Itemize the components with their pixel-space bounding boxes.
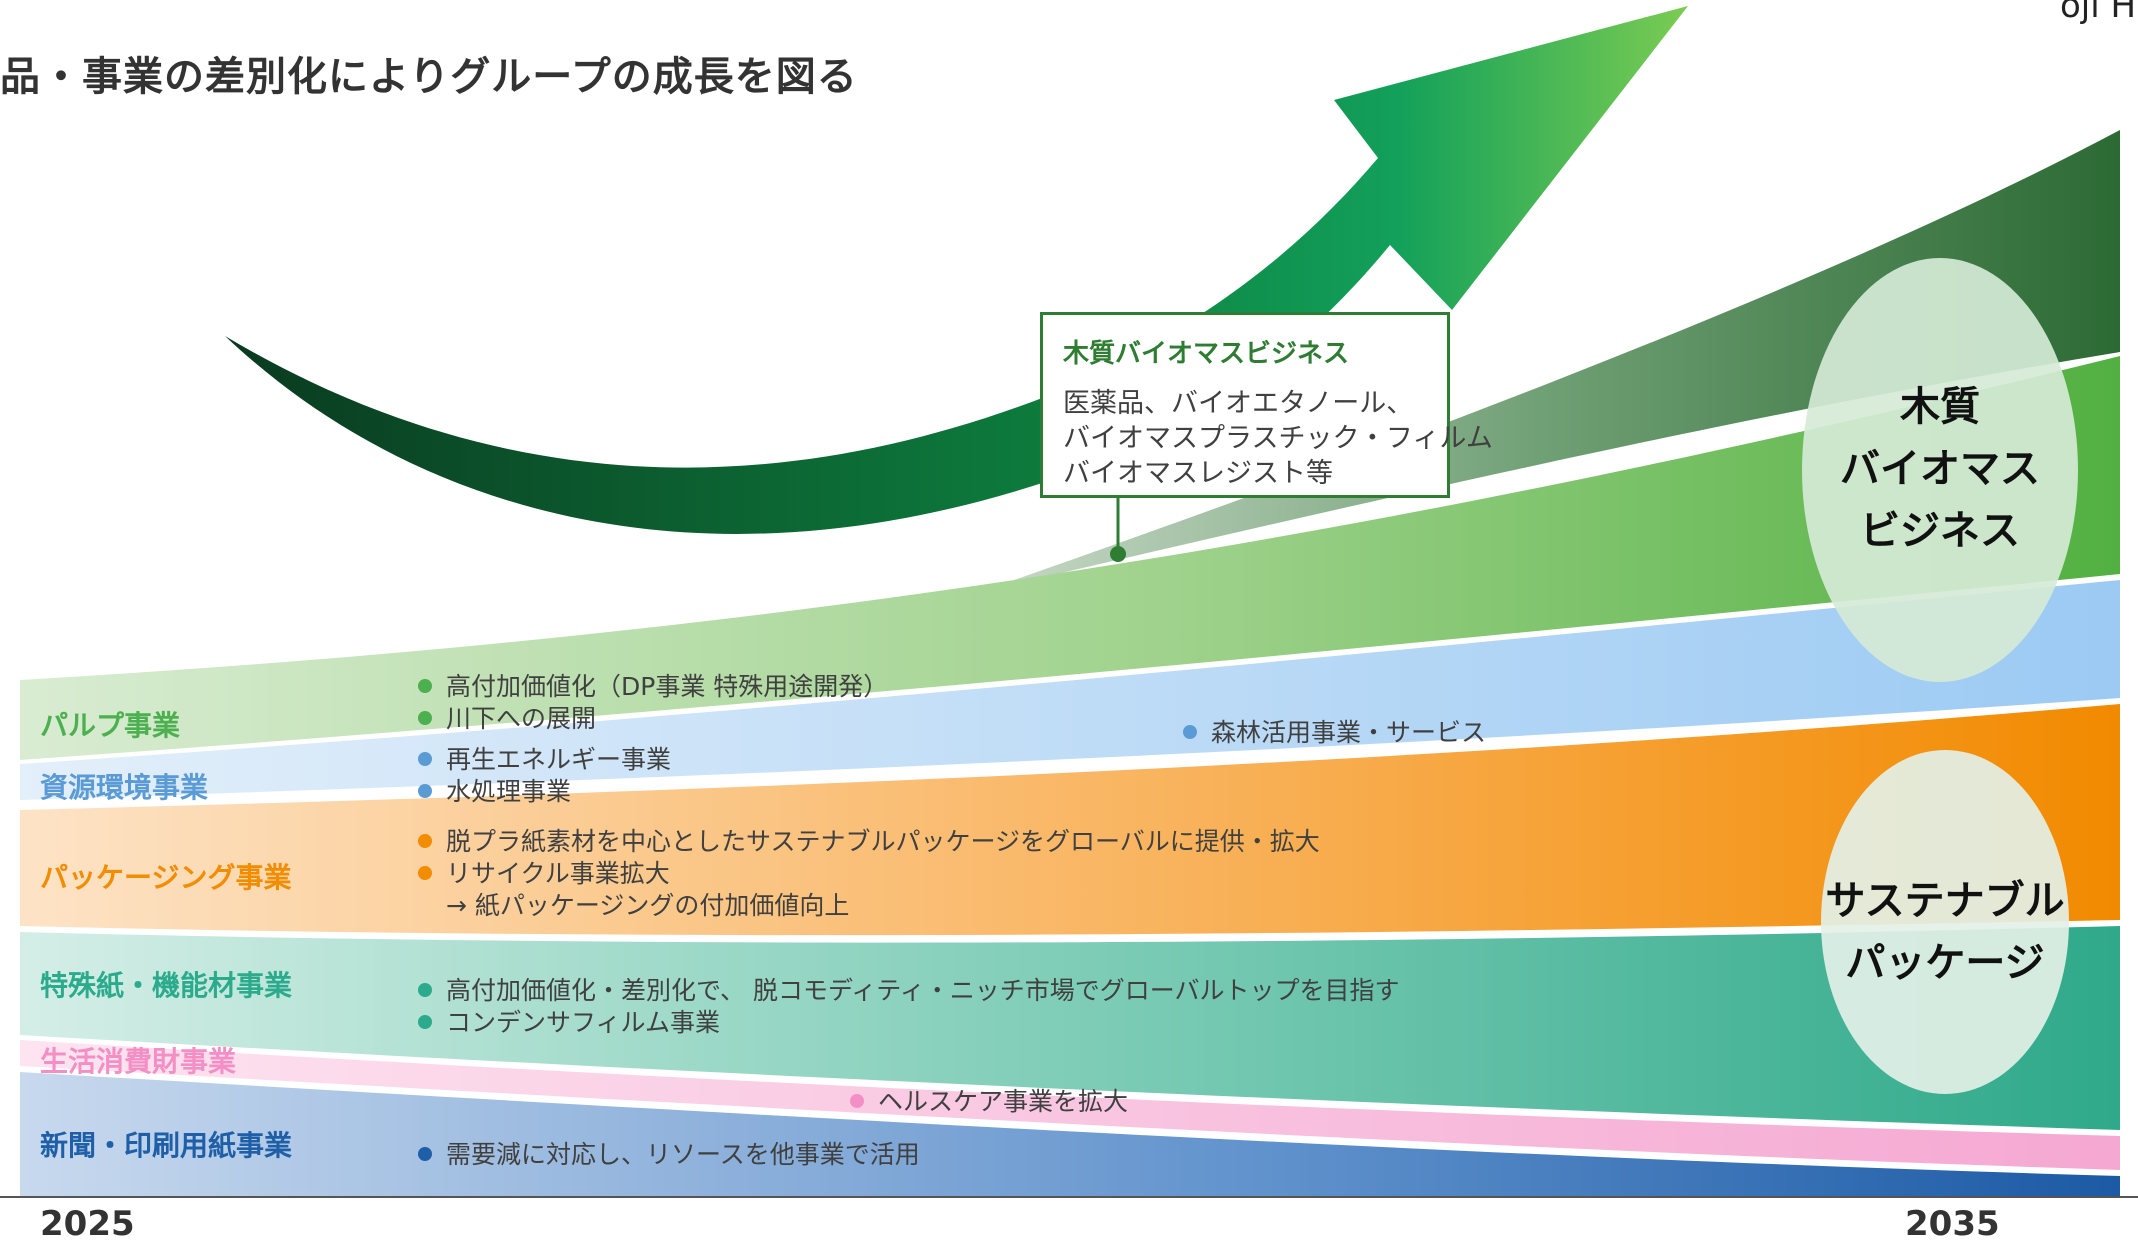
year-end: 2035 [1905,1204,2000,1244]
callout-line-3: バイオマスレジスト等 [1063,458,1333,489]
packaging-band [20,704,2120,936]
growth-arrow [225,6,1688,534]
category-specialty: 特殊紙・機能材事業 [40,969,293,1002]
biomass-callout: 木質バイオマスビジネス 医薬品、バイオエタノール、 バイオマスプラスチック・フィ… [1040,312,1493,498]
bullet-dot [418,752,432,766]
bullet-packaging-3: → 紙パッケージングの付加価値向上 [446,891,850,920]
bullet-dot [418,784,432,798]
bullet-consumer-1: ヘルスケア事業を拡大 [850,1082,1128,1118]
bullet-text: ヘルスケア事業を拡大 [878,1087,1129,1116]
newsprint-band [20,1072,2120,1196]
bullet-specialty-1: 高付加価値化・差別化で、 脱コモディティ・ニッチ市場でグローバルトップを目指す [418,971,1399,1007]
bullet-dot [1183,725,1197,739]
company-logo: oji H [2060,0,2137,26]
bullet-dot [418,983,432,997]
bullet-dot [418,1147,432,1161]
callout-line-2: バイオマスプラスチック・フィルム [1063,423,1493,454]
bullet-packaging-1: 脱プラ紙素材を中心としたサステナブルパッケージをグローバルに提供・拡大 [418,822,1320,858]
biomass-label-line-2: バイオマス [1840,446,2040,492]
callout-title: 木質バイオマスビジネス [1063,339,1350,369]
category-resource: 資源環境事業 [40,771,209,804]
bullet-pulp-2: 川下への展開 [418,699,596,735]
bullet-text: 高付加価値化（DP事業 特殊用途開発） [446,672,889,701]
bullet-resource-1: 再生エネルギー事業 [418,740,671,776]
year-start: 2025 [40,1204,135,1244]
bullet-dot [418,711,432,725]
bullet-dot [418,679,432,693]
callout-line-1: 医薬品、バイオエタノール、 [1063,388,1414,419]
bullet-dot [850,1094,864,1108]
bullet-text: 需要減に対応し、リソースを他事業で活用 [446,1140,920,1169]
page-title: 品・事業の差別化によりグループの成長を図る [0,54,858,100]
packaging-label-line-2: パッケージ [1845,940,2045,986]
bullet-text: リサイクル事業拡大 [446,859,670,888]
packaging-ellipse-label: サステナブル パッケージ [1815,870,2075,994]
bullet-forest: 森林活用事業・サービス [1183,713,1486,749]
category-consumer: 生活消費財事業 [40,1045,237,1078]
biomass-ellipse-label: 木質 バイオマス ビジネス [1800,376,2080,562]
bullet-text: 川下への展開 [446,704,597,733]
category-packaging: パッケージング事業 [40,861,292,894]
bullet-pulp-1: 高付加価値化（DP事業 特殊用途開発） [418,667,888,703]
bullet-text: 高付加価値化・差別化で、 脱コモディティ・ニッチ市場でグローバルトップを目指す [446,976,1400,1005]
category-pulp: パルプ事業 [40,709,181,742]
bullet-text: 脱プラ紙素材を中心としたサステナブルパッケージをグローバルに提供・拡大 [446,827,1320,856]
packaging-ellipse [1821,750,2069,1094]
bullet-text: 森林活用事業・サービス [1211,718,1487,747]
bullet-resource-2: 水処理事業 [418,772,571,808]
bullet-newsprint-1: 需要減に対応し、リソースを他事業で活用 [418,1135,920,1171]
specialty-band [20,926,2120,1130]
pulp-band [20,356,2120,760]
bullet-text: 再生エネルギー事業 [446,745,672,774]
bullet-text: 水処理事業 [446,777,572,806]
biomass-ellipse [1802,258,2078,682]
biomass-label-line-1: 木質 [1900,384,1980,430]
bullet-packaging-2: リサイクル事業拡大 [418,854,670,890]
resource-band [20,580,2120,800]
bullet-dot [418,1015,432,1029]
bullet-text: コンデンサフィルム事業 [446,1008,721,1037]
bullet-dot [418,834,432,848]
bullet-specialty-2: コンデンサフィルム事業 [418,1003,720,1039]
consumer-band [20,1040,2120,1170]
category-newsprint: 新聞・印刷用紙事業 [40,1129,293,1162]
biomass-label-line-3: ビジネス [1860,508,2020,554]
bullet-dot [418,866,432,880]
callout-anchor-dot [1110,546,1126,562]
packaging-label-line-1: サステナブル [1825,878,2065,924]
